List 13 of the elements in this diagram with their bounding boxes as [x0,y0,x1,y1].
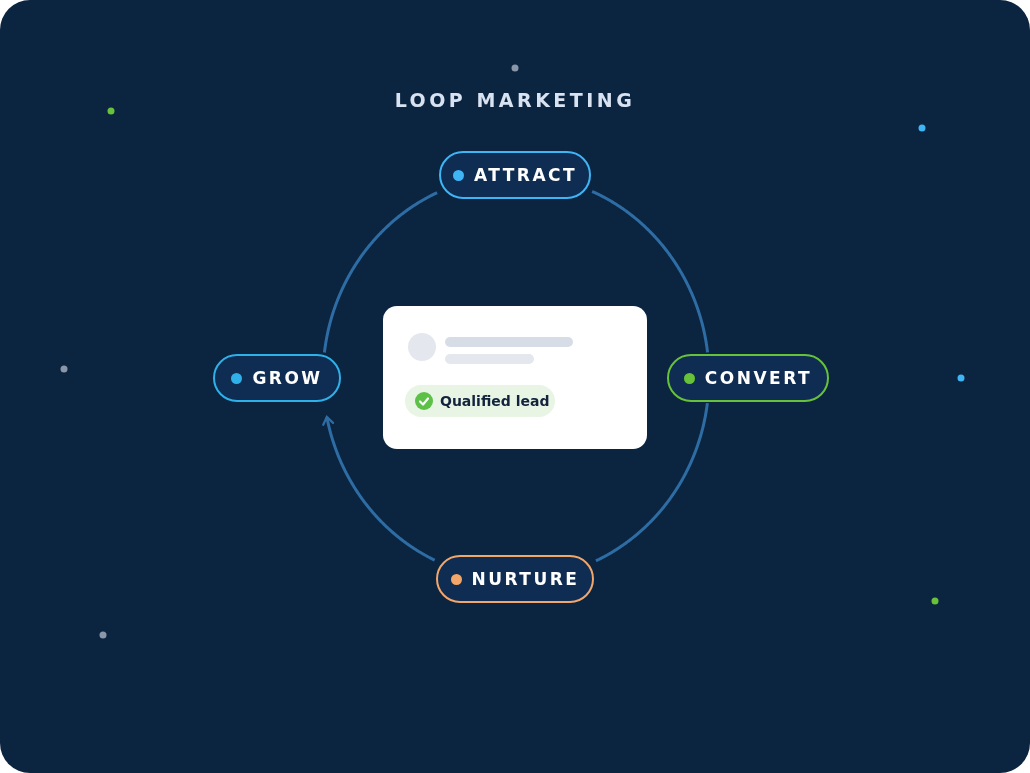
diagram-title: LOOP MARKETING [393,89,637,111]
lead-card [383,306,647,449]
stage-label: NURTURE [471,569,580,589]
loop-arrow [322,415,436,562]
stage-pill [439,151,591,199]
stage-pill [213,354,341,402]
stage-pill [667,354,829,402]
stage-label: CONVERT [704,368,813,388]
badge-label: Qualified lead [440,393,550,409]
status-badge [405,385,555,417]
stage-label: ATTRACT [473,165,578,185]
stage-pill [436,555,594,603]
stage-label: GROW [252,368,323,388]
